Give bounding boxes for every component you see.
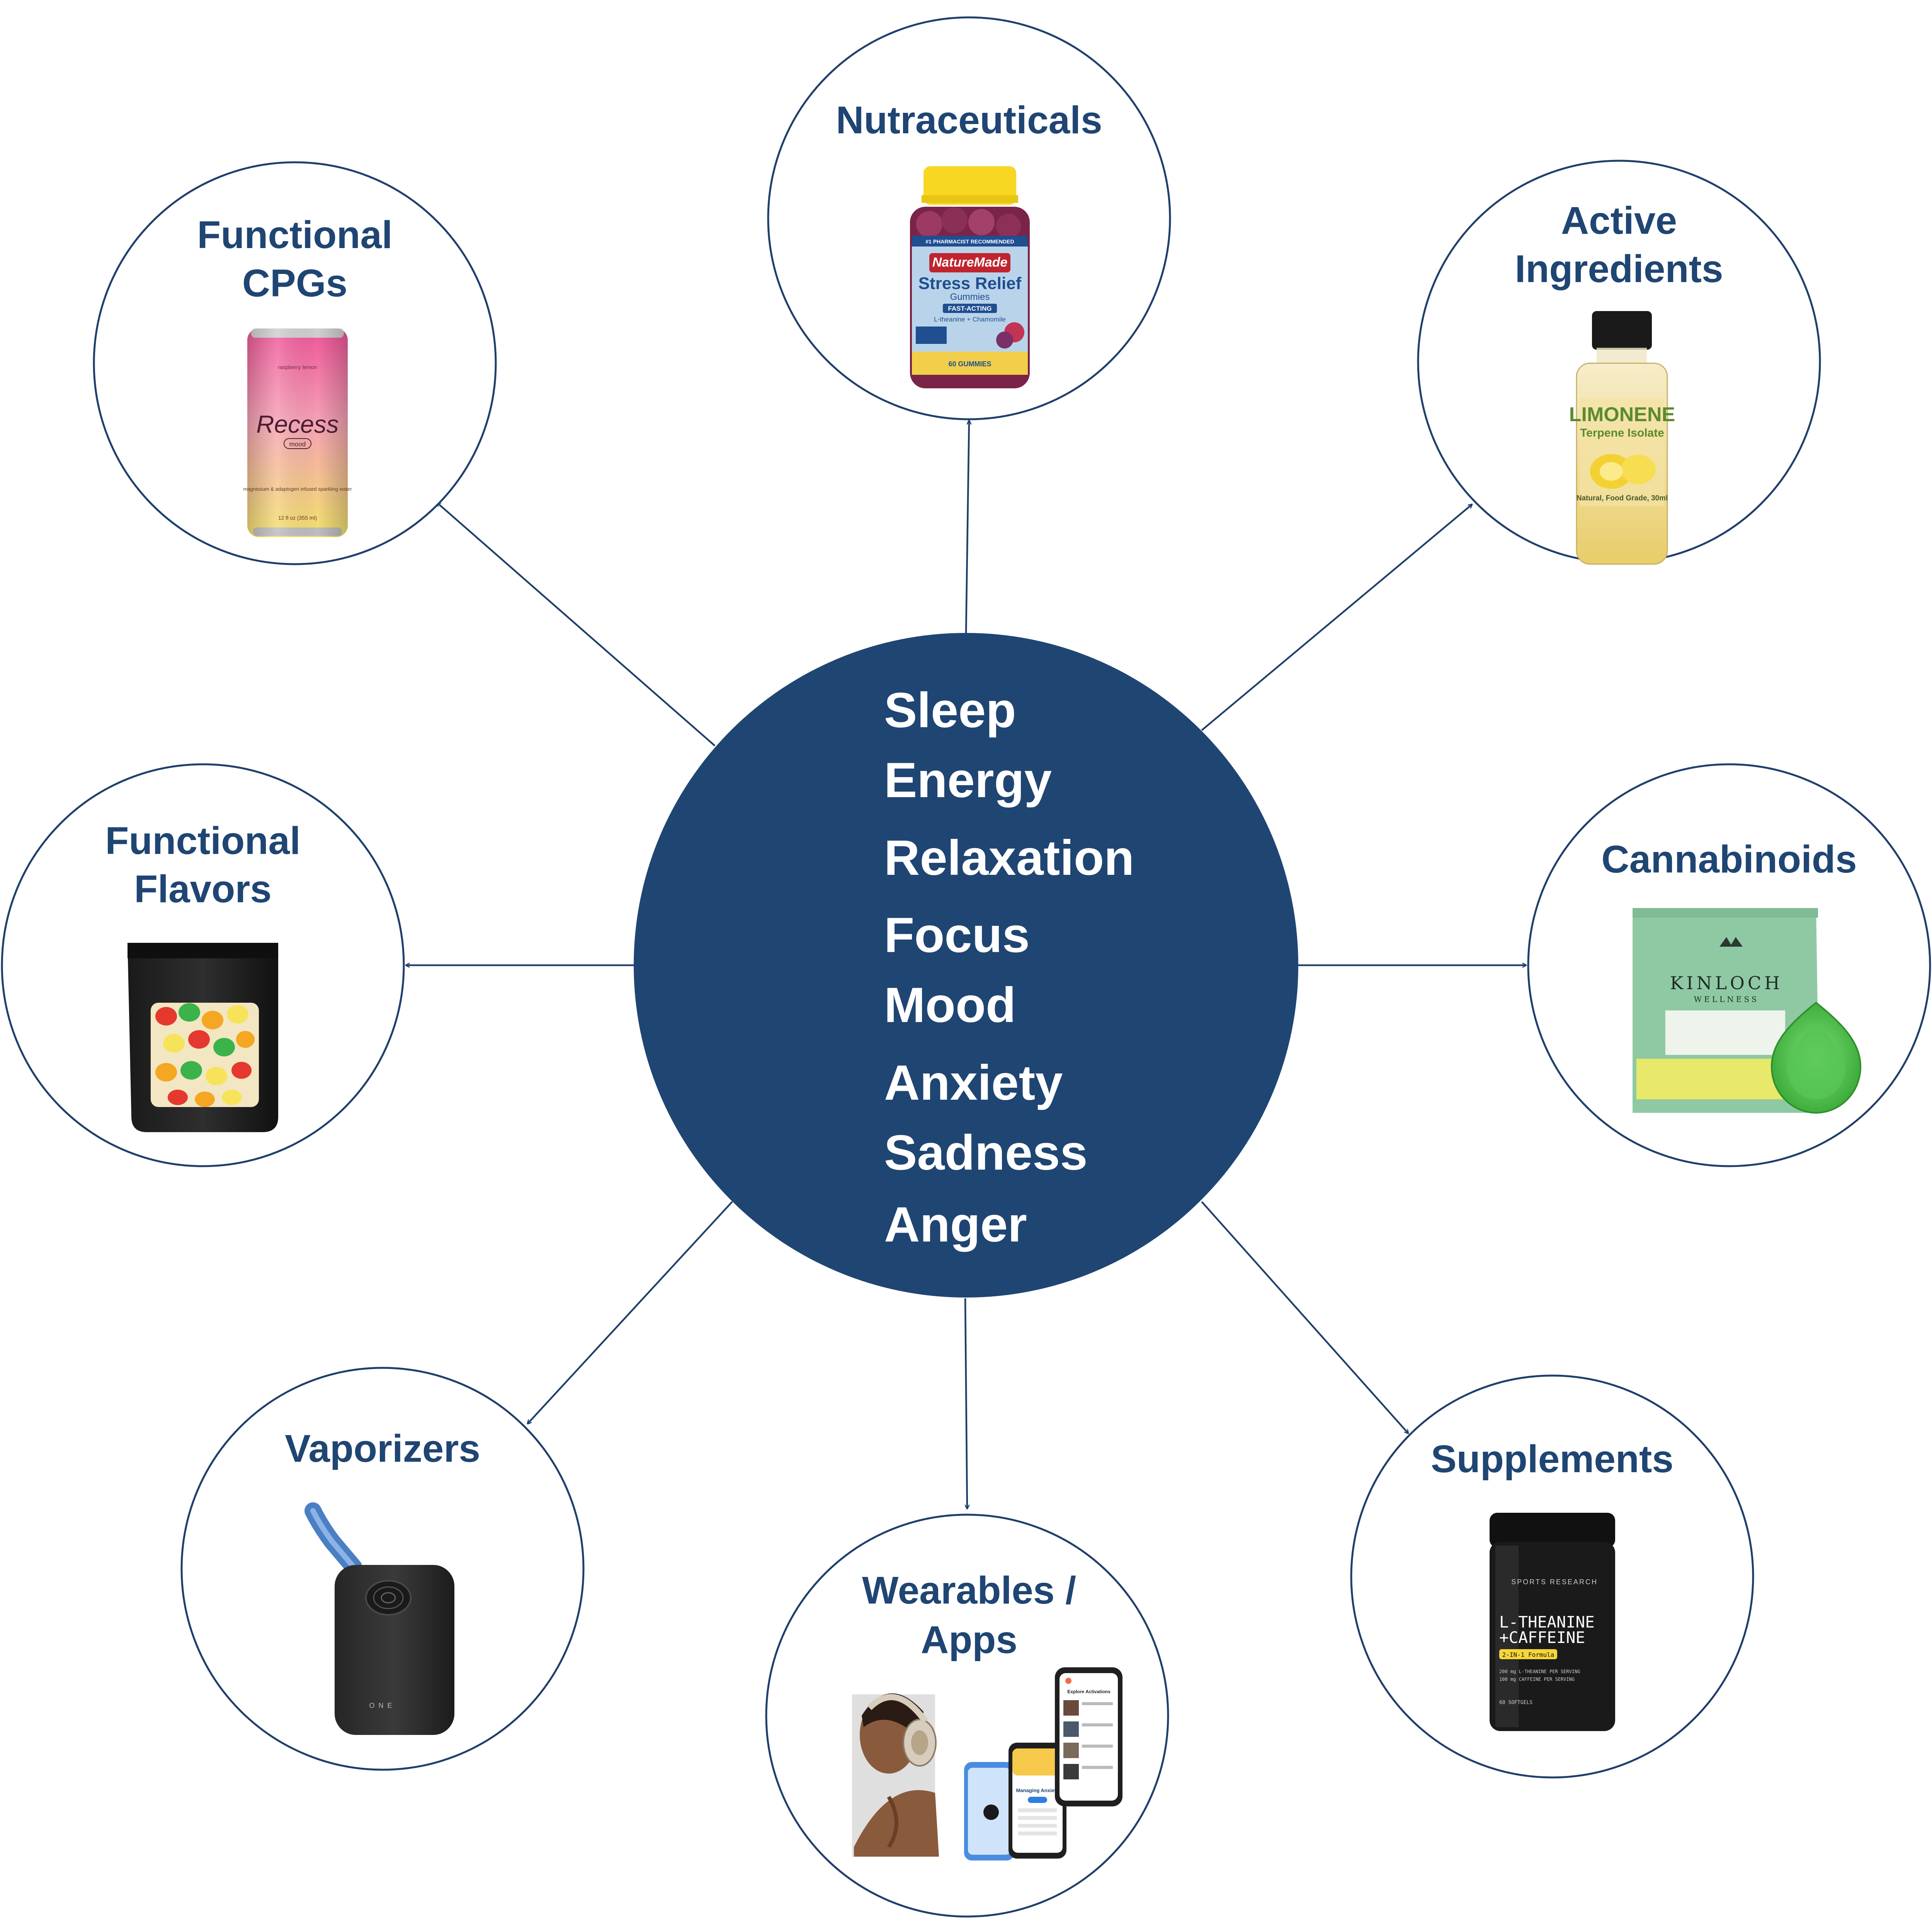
category-title-line1: Active xyxy=(1561,199,1677,242)
sr-dose2: 100 mg CAFFEINE PER SERVING xyxy=(1499,1677,1575,1682)
category-title-line2: CPGs xyxy=(242,262,347,305)
category-wearables-apps: Wearables / Apps Managing Anxiety xyxy=(765,1514,1169,1918)
wearables-apps-image: Managing Anxiety Explore Activations xyxy=(852,1667,1122,1861)
arrow-to-active-ingredients xyxy=(1201,504,1472,731)
arrow-to-wearables-apps xyxy=(964,1298,967,1509)
effect-anger: Anger xyxy=(884,1197,1027,1252)
category-title-line2: Flavors xyxy=(134,867,272,911)
nature-made-sub: Gummies xyxy=(950,292,990,302)
sr-dose1: 200 mg L-THEANINE PER SERVING xyxy=(1499,1669,1580,1674)
category-nutraceuticals: Nutraceuticals #1 PHARMACIST RECOMMENDED… xyxy=(767,16,1171,420)
category-title-line2: Ingredients xyxy=(1515,247,1723,291)
recess-brand: Recess xyxy=(256,410,338,438)
svg-text:#1 PHARMACIST RECOMMENDED: #1 PHARMACIST RECOMMENDED xyxy=(925,238,1014,245)
effect-relaxation: Relaxation xyxy=(884,830,1134,886)
connector-arrows xyxy=(406,420,1526,1509)
limonene-sub: Terpene Isolate xyxy=(1580,427,1664,439)
kinloch-sub: WELLNESS xyxy=(1694,995,1759,1004)
kinloch-pouch-image: KINLOCH WELLNESS xyxy=(1633,908,1862,1114)
sr-brand: SPORTS RESEARCH xyxy=(1511,1578,1598,1586)
effect-focus: Focus xyxy=(884,908,1030,963)
effect-sleep: Sleep xyxy=(884,683,1016,738)
limonene-name: LIMONENE xyxy=(1569,403,1675,426)
category-supplements: Supplements SPORTS RESEARCH L-THEANINE +… xyxy=(1350,1374,1754,1779)
app-screen1-title: Explore Activations xyxy=(1067,1689,1111,1694)
nature-made-count: 60 GUMMIES xyxy=(948,360,991,368)
recess-variant: mood xyxy=(289,440,306,448)
sports-research-bottle-image: SPORTS RESEARCH L-THEANINE +CAFFEINE 2-I… xyxy=(1490,1513,1615,1731)
nature-made-name: Stress Relief xyxy=(918,274,1022,293)
category-cannabinoids: Cannabinoids KINLOCH WELLNESS xyxy=(1527,763,1931,1167)
nature-made-brand: NatureMade xyxy=(932,255,1008,270)
recess-volume: 12 fl oz (355 ml) xyxy=(278,515,317,521)
recess-desc: magnesium & adaptogen infused sparkling … xyxy=(243,486,352,492)
vaporizer-brand: ONE xyxy=(369,1702,396,1709)
sr-formula: 2-IN-1 Formula xyxy=(1502,1651,1554,1658)
center-effects-list: Sleep Energy Relaxation Focus Mood Anxie… xyxy=(884,683,1134,1252)
nature-made-bottle-image: #1 PHARMACIST RECOMMENDED NatureMade Str… xyxy=(910,166,1030,388)
category-title-line1: Functional xyxy=(105,819,301,862)
sr-line1: L-THEANINE xyxy=(1499,1613,1595,1631)
sr-line2: +CAFFEINE xyxy=(1499,1628,1585,1647)
category-title: Nutraceuticals xyxy=(836,99,1102,142)
category-functional-cpgs: Functional CPGs raspberry lemon Recess m… xyxy=(93,161,497,565)
category-active-ingredients: Active Ingredients LIMONENE Terpene Isol… xyxy=(1417,160,1821,565)
effect-mood: Mood xyxy=(884,978,1016,1033)
gummy-bear-pouch-image xyxy=(128,943,278,1132)
category-title: Vaporizers xyxy=(285,1427,480,1470)
app-screen2-title: Managing Anxiety xyxy=(1016,1787,1060,1793)
category-title-line1: Functional xyxy=(197,213,393,257)
category-title-line2: Apps xyxy=(921,1618,1017,1662)
kinloch-brand: KINLOCH xyxy=(1670,973,1783,993)
category-title: Cannabinoids xyxy=(1601,838,1857,881)
recess-flavor: raspberry lemon xyxy=(278,364,317,370)
center-hub: Sleep Energy Relaxation Focus Mood Anxie… xyxy=(634,633,1298,1298)
effect-energy: Energy xyxy=(884,753,1052,808)
category-title: Supplements xyxy=(1431,1437,1673,1481)
recess-can-image: raspberry lemon Recess mood magnesium & … xyxy=(243,328,352,537)
arrow-to-nutraceuticals xyxy=(965,420,969,634)
effect-anxiety: Anxiety xyxy=(884,1055,1063,1111)
limonene-note: Natural, Food Grade, 30ml xyxy=(1577,494,1668,502)
sr-count: 60 SOFTGELS xyxy=(1499,1700,1532,1706)
effect-sadness: Sadness xyxy=(884,1125,1088,1180)
arrow-to-vaporizers xyxy=(527,1201,733,1424)
arrow-to-functional-cpgs xyxy=(437,502,716,747)
nature-made-badge: FAST-ACTING xyxy=(948,305,992,312)
arrow-to-supplements xyxy=(1201,1201,1408,1434)
category-title-line1: Wearables / xyxy=(862,1569,1076,1612)
nature-made-ingredients: L-theanine + Chamomile xyxy=(934,316,1006,323)
limonene-bottle-image: LIMONENE Terpene Isolate Natural, Food G… xyxy=(1569,311,1675,565)
category-vaporizers: Vaporizers ONE xyxy=(180,1367,585,1771)
category-functional-flavors: Functional Flavors xyxy=(1,763,405,1167)
vaporizer-device-image: ONE xyxy=(304,1502,454,1735)
